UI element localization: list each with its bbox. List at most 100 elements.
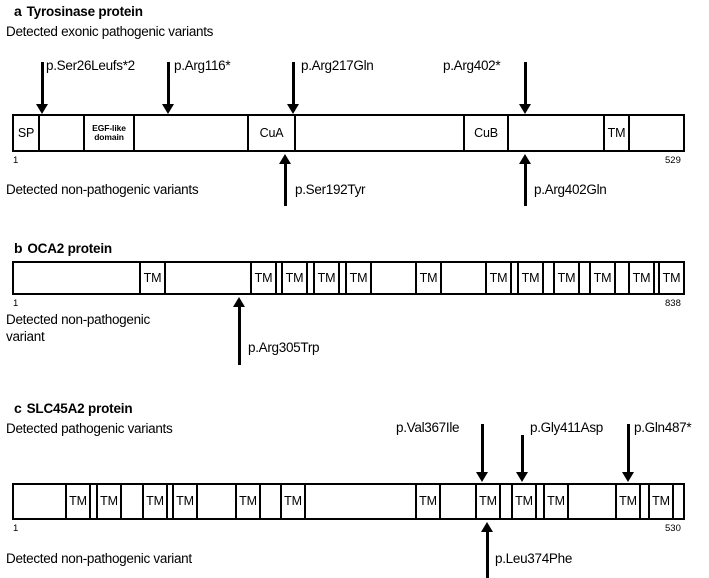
segment-label: TM	[547, 494, 565, 509]
panel-a-title: a Tyrosinase protein	[14, 3, 143, 19]
protein-bar-slc45a2: TM TM TM TM TM TM TM TM TM TM TM TM	[12, 483, 685, 520]
variant-label: p.Val367Ile	[396, 420, 460, 435]
variant-label: p.Gly411Asp	[530, 420, 603, 435]
panel-c-letter: c	[14, 400, 22, 416]
segment-label: TM	[632, 270, 651, 285]
variant-label: p.Arg402*	[443, 58, 501, 73]
segment-label: TM	[143, 270, 162, 285]
variant-label: p.Leu374Phe	[495, 551, 573, 566]
panel-b-bottom-caption: Detected non-pathogenic variant	[6, 312, 150, 344]
segment-label: TM	[69, 494, 87, 509]
domain-segment-tm: TM	[96, 485, 122, 518]
domain-segment-tm: TM	[235, 485, 261, 518]
domain-segment-tm: TM	[172, 485, 198, 518]
segment-label: TM	[285, 270, 304, 285]
domain-segment-cua: CuA	[247, 116, 296, 150]
domain-segment-tm: TM	[553, 263, 580, 293]
panel-b-title-text: OCA2 protein	[27, 241, 112, 256]
bar-end-number: 530	[665, 523, 681, 534]
segment-label: TM	[100, 494, 118, 509]
panel-c-bottom-caption: Detected non-pathogenic variant	[6, 551, 192, 566]
domain-segment-tm: TM	[313, 263, 340, 293]
domain-segment-tm: TM	[250, 263, 277, 293]
bar-end-number: 838	[665, 298, 681, 309]
segment-label: TM	[254, 270, 273, 285]
variant-label: p.Ser192Tyr	[295, 182, 366, 197]
variant-label: p.Arg305Trp	[248, 340, 320, 355]
panel-a-title-text: Tyrosinase protein	[26, 4, 143, 19]
domain-segment-tm: TM	[589, 263, 616, 293]
variant-label: p.Arg402Gln	[534, 182, 607, 197]
variant-arrow-down	[287, 62, 300, 114]
bar-start-number: 1	[13, 155, 19, 166]
protein-bar-tyrosinase: SP EGF-like domain CuA CuB TM	[12, 114, 685, 152]
segment-label: CuB	[474, 125, 498, 140]
segment-label: TM	[619, 494, 637, 509]
segment-label: TM	[317, 270, 336, 285]
domain-segment-sp: SP	[14, 116, 40, 150]
domain-segment-tm: TM	[658, 263, 685, 293]
variant-arrow-up	[279, 154, 292, 206]
variant-arrow-down	[622, 424, 635, 482]
domain-segment-tm: TM	[628, 263, 655, 293]
domain-segment-tm: TM	[603, 116, 630, 150]
domain-segment-tm: TM	[517, 263, 544, 293]
variant-arrow-up	[519, 154, 532, 206]
domain-segment-tm: TM	[415, 485, 441, 518]
segment-label: TM	[419, 270, 438, 285]
domain-segment-tm: TM	[281, 263, 308, 293]
panel-a-top-caption: Detected exonic pathogenic variants	[6, 24, 214, 39]
domain-segment-tm: TM	[280, 485, 306, 518]
segment-label: TM	[593, 270, 612, 285]
domain-segment-egf-like: EGF-like domain	[83, 116, 135, 150]
variant-arrow-up	[233, 297, 246, 365]
domain-segment-cub: CuB	[463, 116, 509, 150]
panel-c-title-text: SLC45A2 protein	[26, 401, 133, 416]
variant-label: p.Gln487*	[634, 420, 692, 435]
variant-arrow-up	[481, 522, 494, 578]
domain-segment-tm: TM	[475, 485, 501, 518]
segment-label: TM	[489, 270, 508, 285]
segment-label: SP	[17, 125, 35, 140]
domain-segment-tm: TM	[543, 485, 569, 518]
segment-label: TM	[239, 494, 257, 509]
variant-arrow-down	[162, 62, 175, 114]
bar-end-number: 529	[665, 155, 681, 166]
segment-label: TM	[479, 494, 497, 509]
domain-segment-tm: TM	[65, 485, 91, 518]
variant-label: p.Arg116*	[174, 58, 231, 73]
segment-label: TM	[652, 494, 670, 509]
domain-segment-tm: TM	[615, 485, 641, 518]
domain-segment-tm: TM	[142, 485, 168, 518]
domain-segment-tm: TM	[485, 263, 512, 293]
domain-segment-tm: TM	[415, 263, 442, 293]
segment-label: TM	[419, 494, 437, 509]
protein-bar-oca2: TM TM TM TM TM TM TM TM TM TM TM TM	[12, 261, 685, 295]
segment-label: TM	[176, 494, 194, 509]
panel-a-letter: a	[14, 3, 22, 19]
variant-arrow-down	[476, 424, 489, 482]
segment-label: TM	[146, 494, 164, 509]
segment-label: TM	[349, 270, 368, 285]
variant-arrow-down	[516, 435, 529, 482]
panel-b-letter: b	[14, 240, 23, 256]
bar-start-number: 1	[13, 298, 19, 309]
segment-label: TM	[607, 125, 626, 140]
panel-b-title: b OCA2 protein	[14, 240, 112, 256]
segment-label: TM	[521, 270, 540, 285]
segment-label: CuA	[259, 125, 284, 140]
segment-label: EGF-like domain	[92, 123, 126, 142]
panel-a-bottom-caption: Detected non-pathogenic variants	[6, 182, 199, 197]
domain-segment-tm: TM	[345, 263, 372, 293]
panel-c-top-caption: Detected pathogenic variants	[6, 421, 173, 436]
variant-label: p.Ser26Leufs*2	[46, 58, 135, 73]
segment-label: TM	[284, 494, 302, 509]
variant-arrow-down	[36, 62, 49, 114]
segment-label: TM	[515, 494, 533, 509]
bar-start-number: 1	[13, 523, 19, 534]
segment-label: TM	[557, 270, 576, 285]
variant-label: p.Arg217Gln	[301, 58, 374, 73]
variant-arrow-down	[519, 62, 532, 114]
panel-c-title: c SLC45A2 protein	[14, 400, 133, 416]
domain-segment-tm: TM	[139, 263, 166, 293]
